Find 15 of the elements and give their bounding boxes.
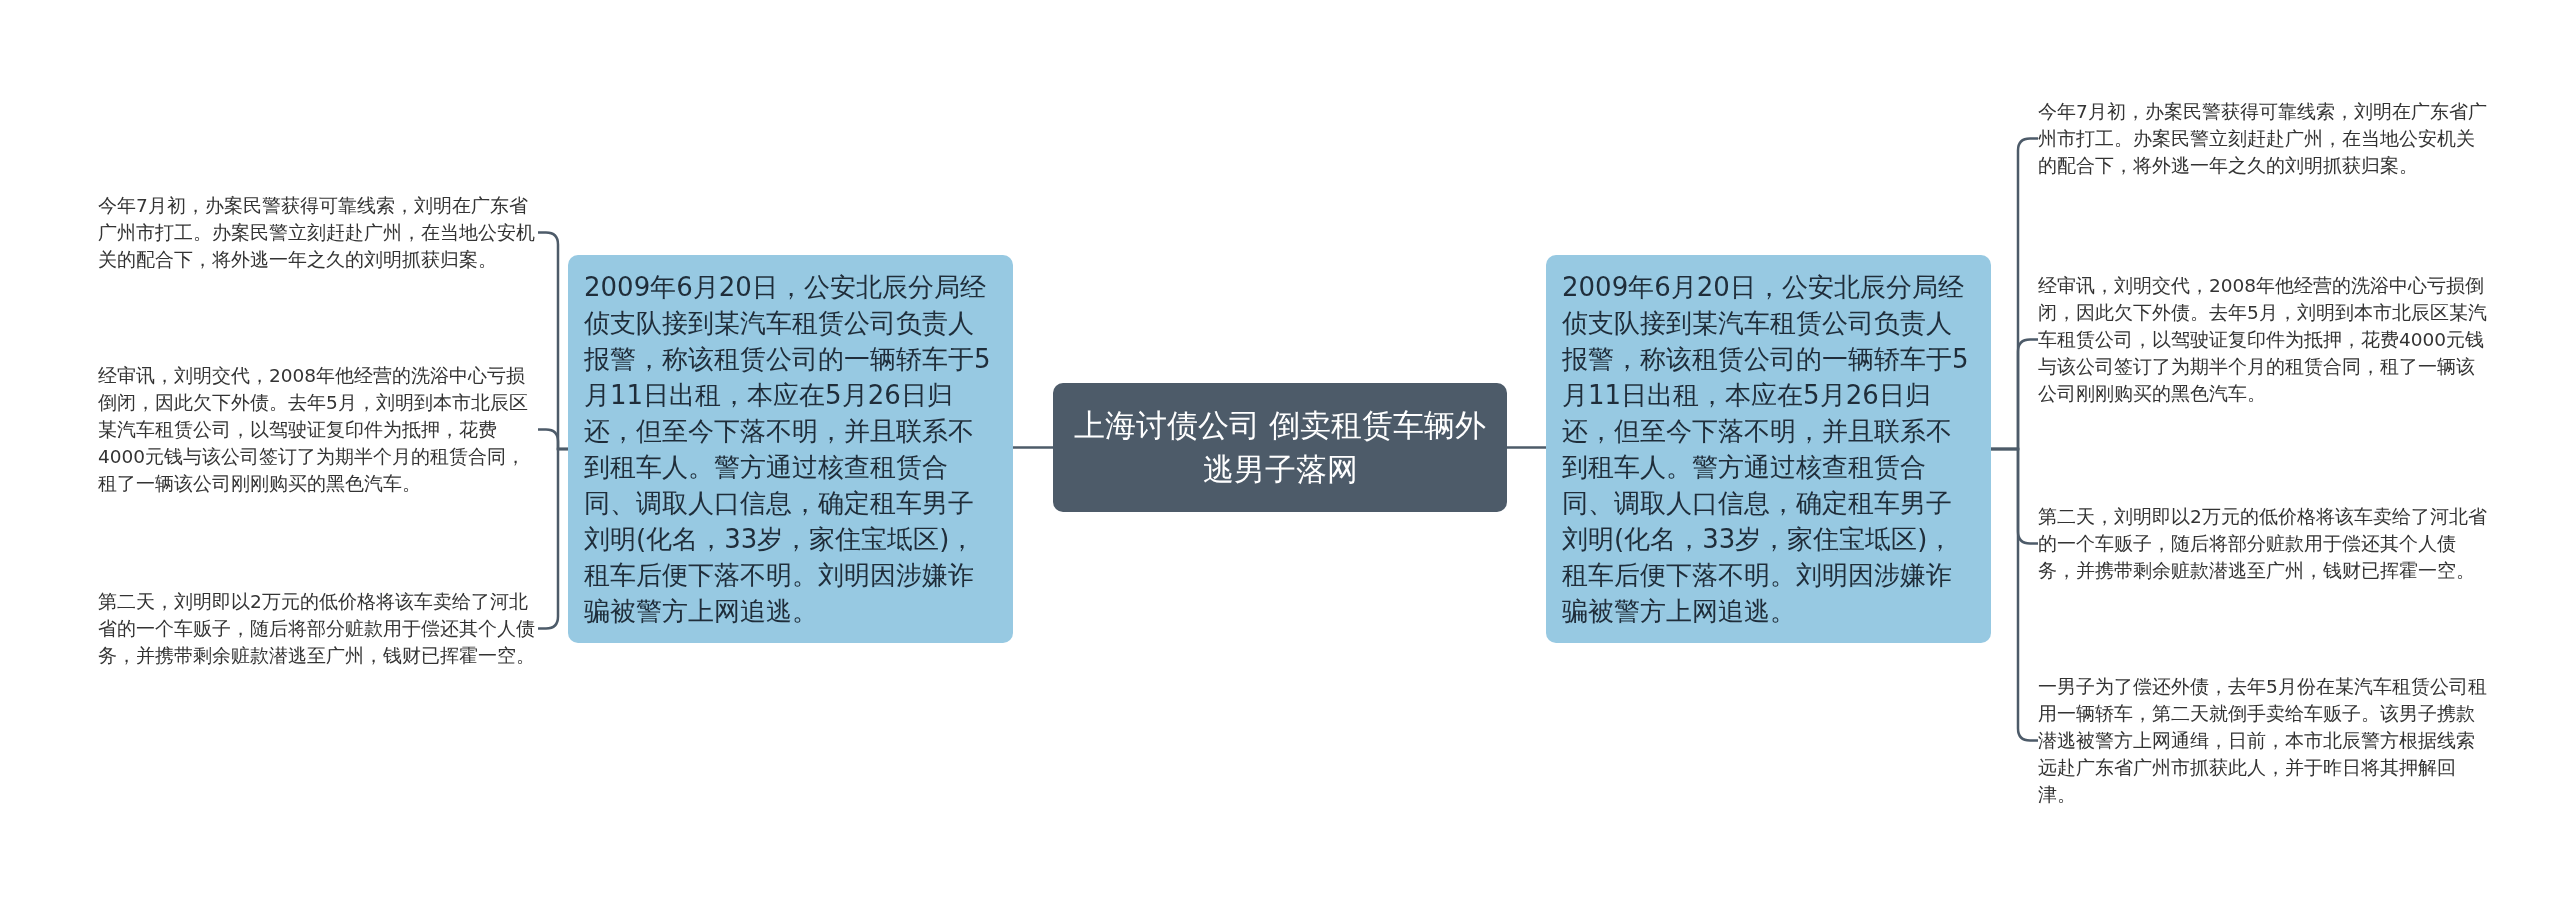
- topic-text: 上海讨债公司 倒卖租赁车辆外逃男子落网: [1073, 406, 1487, 489]
- note-text: 今年7月初，办案民警获得可靠线索，刘明在广东省广州市打工。办案民警立刻赶赴广州，在当地公安机关的配合下，将外逃一年之久的刘明抓获归案。: [2038, 98, 2488, 179]
- branch-box: [568, 255, 1013, 643]
- note-text: 第二天，刘明即以2万元的低价格将该车卖给了河北省的一个车贩子，随后将部分赃款用于偿还其个人债务，并携带剩余赃款潜逃至广州，钱财已挥霍一空。: [2038, 503, 2488, 584]
- topic-text: 2009年6月20日，公安北辰分局经侦支队接到某汽车租赁公司负责人报警，称该租赁公司的一辆轿车于5月11日出租，本应在5月26日归还，但至今下落不明，并且联系不到租车人。警方通过核查租赁合同、调取人口信息，确定租车男子刘明(化名，33岁，家住宝坻区)，租车后便下落不明。刘明因涉嫌诈骗被警方上网追逃。: [584, 272, 991, 626]
- connector-line: [1013, 446, 1053, 449]
- note-text: 经审讯，刘明交代，2008年他经营的洗浴中心亏损倒闭，因此欠下外债。去年5月，刘明到本市北辰区某汽车租赁公司，以驾驶证复印件为抵押，花费4000元钱与该公司签订了为期半个月的租赁合同，租了一辆该公司刚刚购买的黑色汽车。: [2038, 272, 2488, 407]
- note-text: 经审讯，刘明交代，2008年他经营的洗浴中心亏损倒闭，因此欠下外债。去年5月，刘明到本市北辰区某汽车租赁公司，以驾驶证复印件为抵押，花费4000元钱与该公司签订了为期半个月的租赁合同，租了一辆该公司刚刚购买的黑色汽车。: [98, 362, 538, 497]
- note-text: 今年7月初，办案民警获得可靠线索，刘明在广东省广州市打工。办案民警立刻赶赴广州，在当地公安机关的配合下，将外逃一年之久的刘明抓获归案。: [98, 192, 538, 273]
- topic-text: 2009年6月20日，公安北辰分局经侦支队接到某汽车租赁公司负责人报警，称该租赁公司的一辆轿车于5月11日出租，本应在5月26日归还，但至今下落不明，并且联系不到租车人。警方通过核查租赁合同、调取人口信息，确定租车男子刘明(化名，33岁，家住宝坻区)，租车后便下落不明。刘明因涉嫌诈骗被警方上网追逃。: [1562, 272, 1969, 626]
- topic-box: [1053, 383, 1507, 512]
- connector-line: [1507, 446, 1546, 449]
- note-text: 一男子为了偿还外债，去年5月份在某汽车租赁公司租用一辆轿车，第二天就倒手卖给车贩子。该男子携款潜逃被警方上网通缉，日前，本市北辰警方根据线索远赴广东省广州市抓获此人，并于昨日将其押解回津。: [2038, 673, 2488, 808]
- note-text: 第二天，刘明即以2万元的低价格将该车卖给了河北省的一个车贩子，随后将部分赃款用于偿还其个人债务，并携带剩余赃款潜逃至广州，钱财已挥霍一空。: [98, 588, 538, 669]
- branch-box: [1546, 255, 1991, 643]
